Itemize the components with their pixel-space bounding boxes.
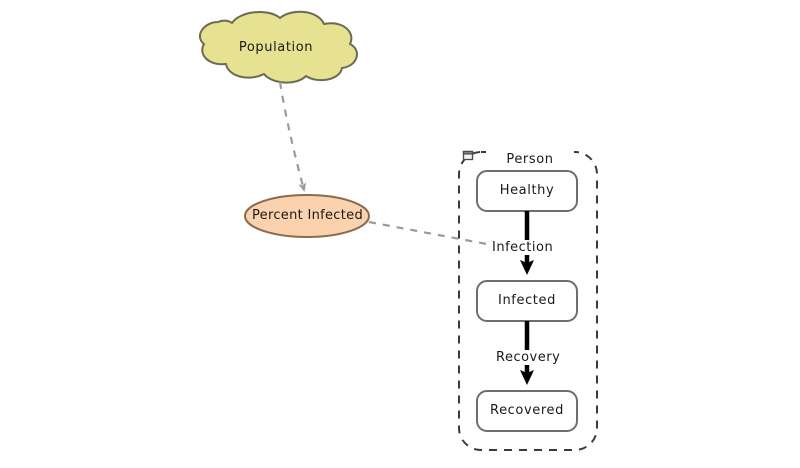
population-cloud-shape: [199, 10, 358, 84]
link-population-to-percent-infected[interactable]: [278, 81, 307, 192]
percent-infected-ellipse-shape[interactable]: [244, 194, 370, 238]
state-box-infected[interactable]: [476, 280, 578, 322]
state-box-recovered[interactable]: [476, 390, 578, 432]
state-box-healthy[interactable]: [476, 170, 578, 212]
person-title-backdrop: [486, 145, 574, 161]
link-percent-infected-to-infection[interactable]: [368, 220, 493, 247]
collapse-icon[interactable]: [462, 149, 474, 161]
population-cloud-node[interactable]: [199, 10, 358, 84]
